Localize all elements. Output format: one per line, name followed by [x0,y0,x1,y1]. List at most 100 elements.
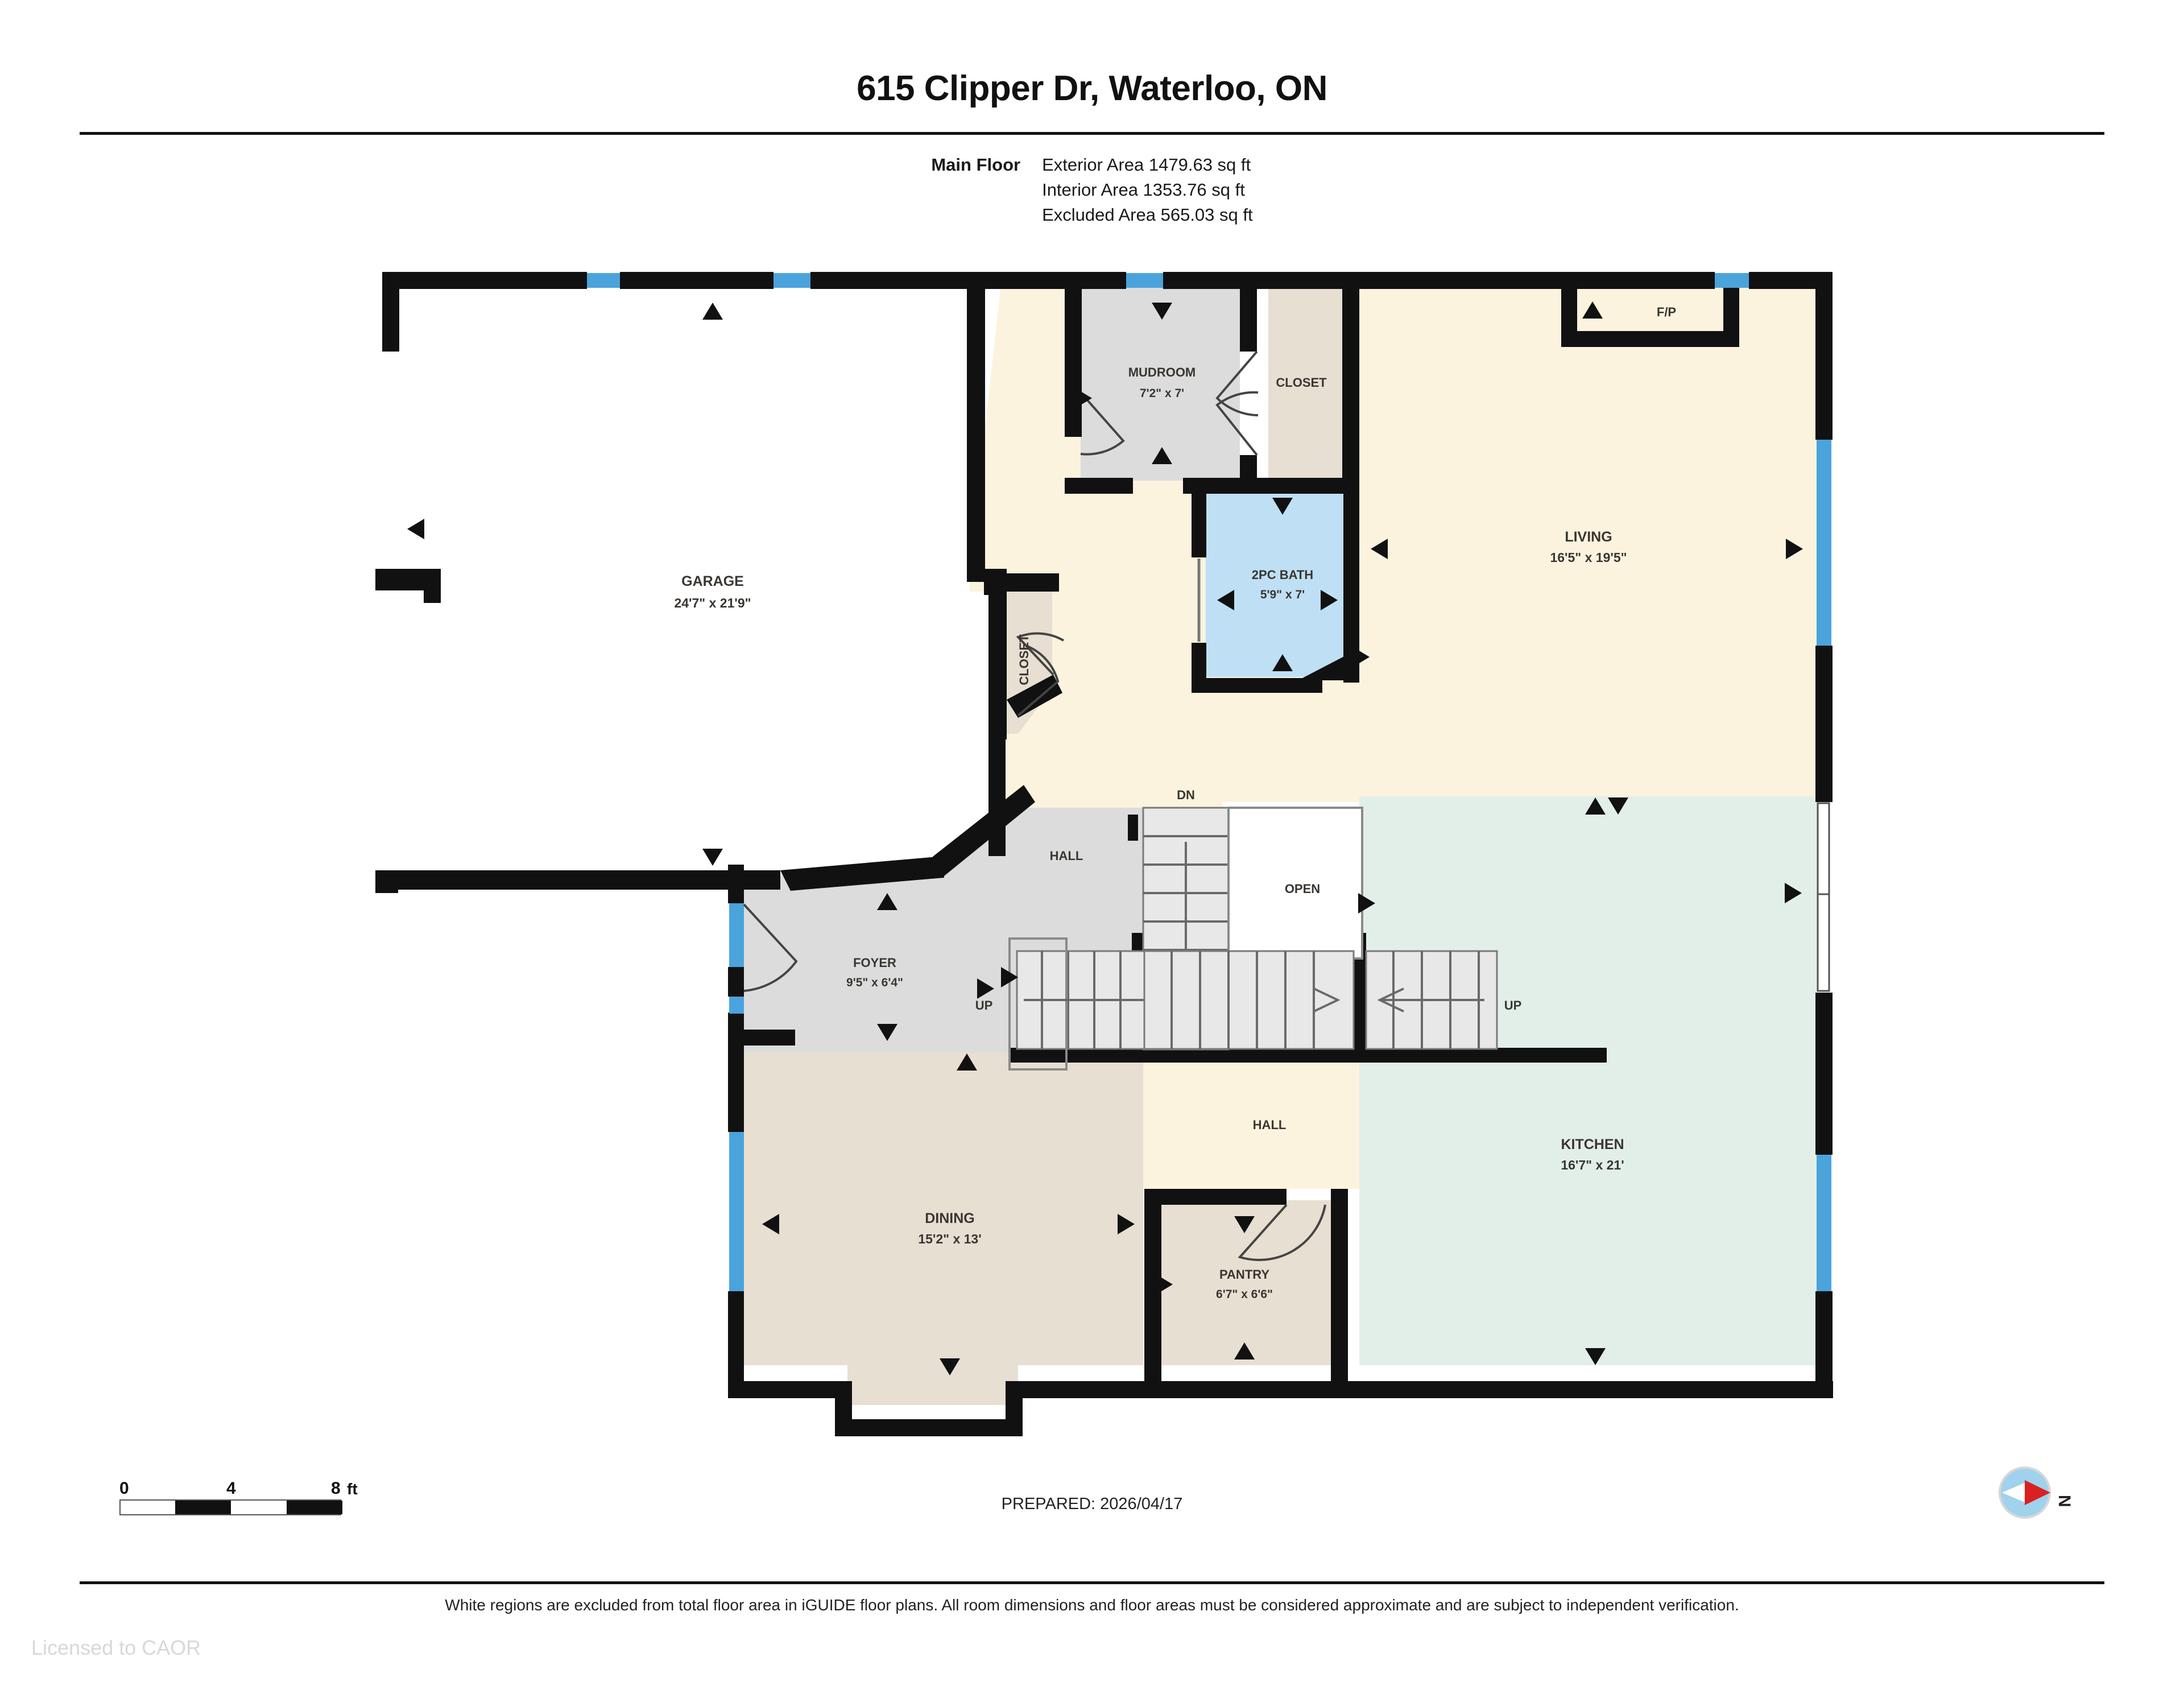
arrow-dining-bot [940,1358,960,1375]
wall-left-1 [728,865,744,903]
wall-bot-2 [1006,1381,1833,1398]
wall-stair-dn-nub [1216,937,1231,952]
scale-tick-0: 0 [119,1479,129,1498]
wall-bath-right [1343,489,1359,683]
floor-label: Main Floor [931,155,1021,175]
arrow-kitchen-bot [1585,1348,1606,1365]
scale-tick-8: 8 [331,1479,341,1498]
fireplace-wall-right [1723,284,1739,347]
arrow-living-left [1371,539,1388,559]
arrow-bath-left [1217,590,1234,610]
bath-fill [1206,489,1359,677]
wall-garage-bottom [375,870,398,893]
label-bath-dim: 5'9" x 7' [1260,588,1305,601]
arrow-garage-left [407,519,424,539]
wall-left-stub [744,1030,795,1046]
interior-area: Interior Area 1353.76 sq ft [1042,180,1245,200]
label-mudroom-dim: 7'2" x 7' [1140,387,1184,400]
licensed-to: Licensed to CAOR [31,1636,201,1659]
foyer-fill [739,808,1143,1052]
wall-garage-lowright [988,589,1006,856]
stairs [1008,807,1498,1071]
label-pantry-name: PANTRY [1219,1267,1269,1282]
hall-upper-fill [970,284,1356,995]
arrow-bath-bot [1272,654,1293,671]
wall-mudroom-bottom [1065,478,1133,494]
wall-right-2 [1815,646,1833,802]
stair-up-right [1365,950,1498,1050]
footer-divider [80,1581,2104,1584]
wall-bot-bump-b [835,1419,1023,1436]
wall-left-2 [728,967,744,997]
label-mud-closet: CLOSET [1276,375,1327,390]
stair-dn-body [1142,807,1230,1051]
stair-up-mid [1143,950,1355,1050]
room-fills [395,284,1817,1405]
wall-bot-bump-l [835,1381,852,1435]
label-bath-name: 2PC BATH [1252,568,1313,582]
door-closet-a [1215,350,1259,416]
window-top-4 [1715,273,1749,288]
walls [375,272,1833,1436]
window-left-2 [729,997,744,1014]
wall-closet-diag [1007,675,1062,718]
pantry-fill [1160,1200,1348,1365]
wall-pantry-right [1331,1189,1348,1382]
compass-rose: N [1991,1457,2087,1531]
wall-garage-right2 [984,569,1007,595]
window-left-3 [729,1132,744,1291]
label-pantry-dim: 6'7" x 6'6" [1216,1288,1273,1301]
mudroom-fill [1081,284,1240,481]
label-hall-upper: HALL [1050,849,1083,863]
excluded-area: Excluded Area 565.03 sq ft [1042,205,1253,225]
wall-mudroom-left [1065,272,1082,437]
prepared-date: PREPARED: 2026/04/17 [1001,1495,1183,1513]
stair-up-left [1016,950,1237,1050]
scale-unit: ft [347,1480,358,1498]
label-foyer-dim: 9'5" x 6'4" [846,976,903,989]
wall-garage-sill2 [424,569,441,603]
wall-closet-right [1342,272,1359,494]
disclaimer-text: White regions are excluded from total fl… [445,1596,1739,1614]
arrow-foyer-top [877,893,897,910]
garage-fill [395,284,1001,893]
scale-ticks: 0 4 8 [119,1479,364,1499]
hall-closet-fill [1004,580,1052,734]
wall-right-3 [1815,993,1833,1155]
door-mudroom-left [1079,391,1125,456]
wall-top-3 [810,272,1126,289]
arrow-living-right [1786,539,1803,559]
door-hallcloset-a [1016,632,1065,676]
open-well-fill [1223,802,1359,950]
wall-bath-left [1192,489,1206,557]
mudroom-closet-fill [1268,284,1359,481]
arrow-foyer-right [977,978,994,999]
wall-garage-bot-run [382,870,780,890]
door-closet-b [1215,391,1259,456]
window-top-3 [1126,273,1163,288]
hall-lower-fill [1143,796,1359,1189]
arrow-dining-left [762,1214,779,1234]
wall-right-1 [1815,272,1833,440]
label-garage-name: GARAGE [681,573,744,589]
arrow-living-bot2 [1608,797,1628,815]
exterior-area: Exterior Area 1479.63 sq ft [1042,155,1251,175]
arrow-bath-right [1321,590,1338,610]
window-top-2 [774,273,810,288]
area-summary: Main Floor Exterior Area 1479.63 sq ft I… [0,152,2184,228]
wall-stair-bottom [1010,1048,1607,1063]
wall-bath-corner [1302,648,1359,680]
window-top-1 [587,273,620,288]
wall-bath-left2 [1192,643,1206,693]
label-mudroom-name: MUDROOM [1128,365,1196,379]
compass-north-label: N [2055,1495,2074,1507]
wall-stair-mid-r [1354,933,1366,1051]
wall-bot-bump-r [1006,1381,1023,1435]
scale-tick-4: 4 [226,1479,236,1498]
arrow-pantry-bot [1234,1342,1255,1359]
label-living-dim: 16'5" x 19'5" [1550,550,1627,565]
label-kitchen-name: KITCHEN [1561,1137,1624,1152]
wall-mudroom-bottom2 [1183,478,1359,494]
arrow-mudroom-top [1152,303,1172,320]
